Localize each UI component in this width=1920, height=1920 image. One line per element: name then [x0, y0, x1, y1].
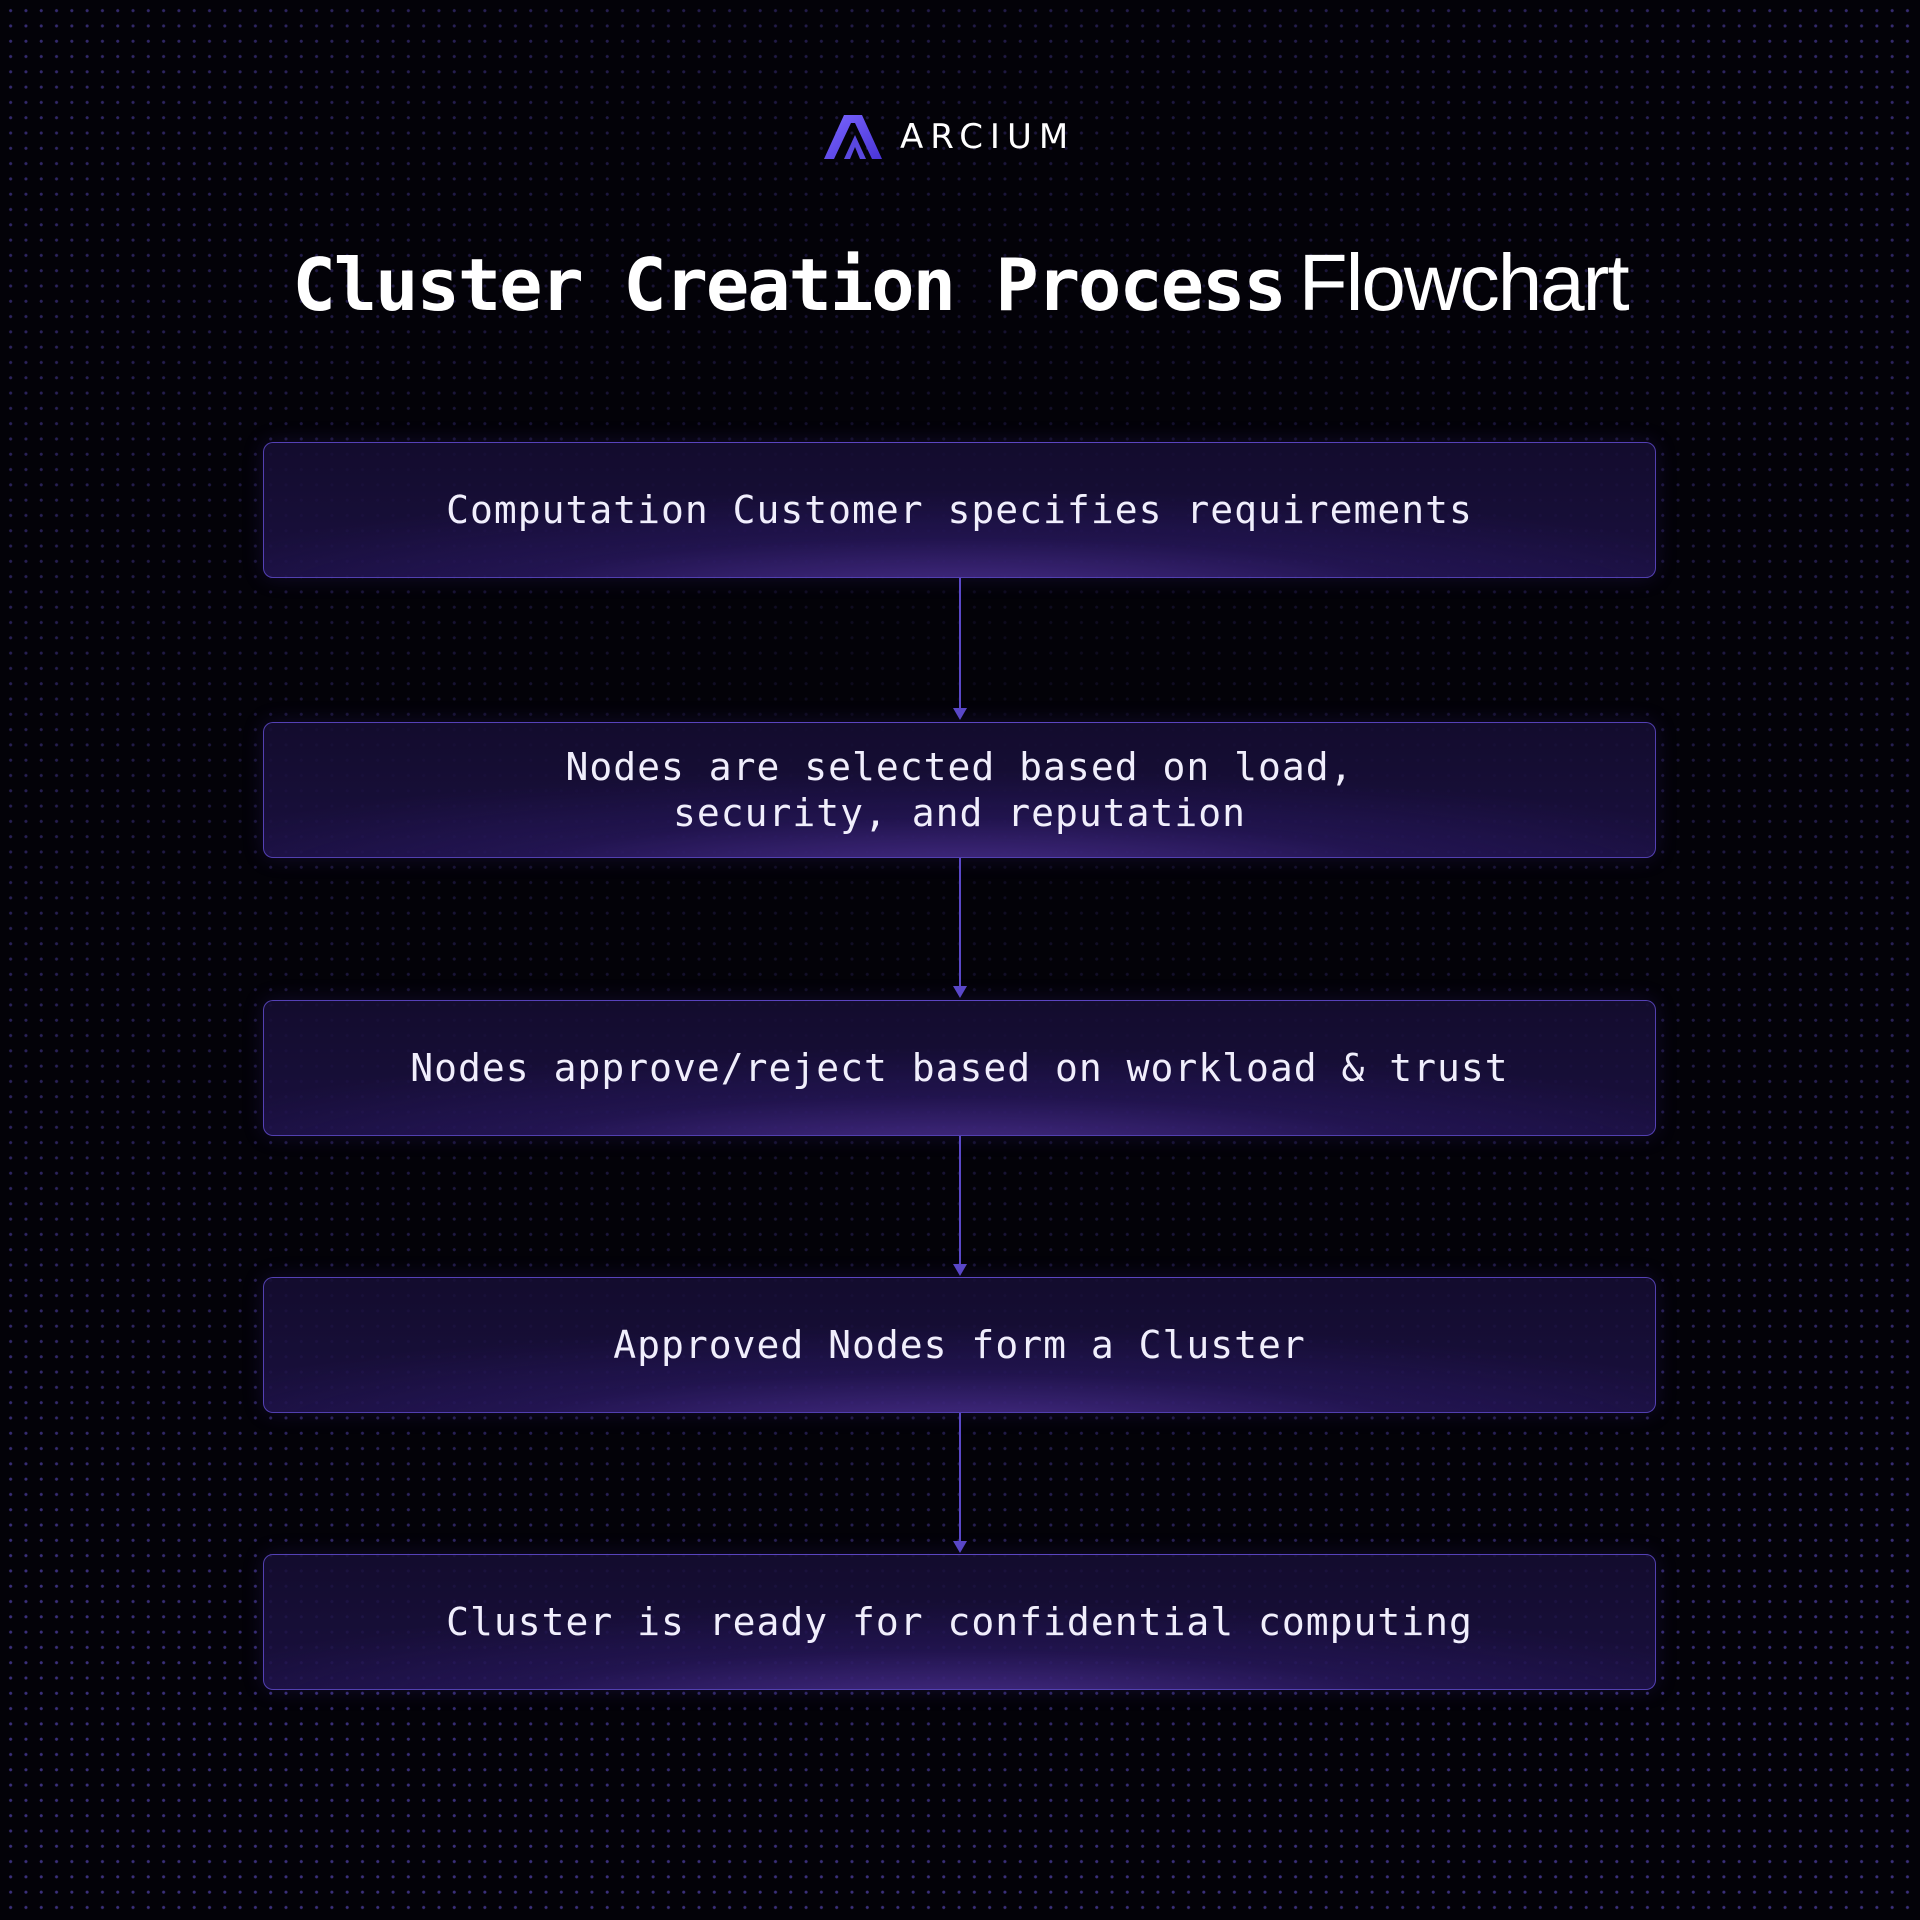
flow-step-box: Nodes are selected based on load, securi…	[263, 722, 1656, 858]
flow-step-label: Approved Nodes form a Cluster	[613, 1323, 1306, 1367]
arrow-head-icon	[953, 986, 967, 998]
flow-step-box: Computation Customer specifies requireme…	[263, 442, 1656, 578]
flow-arrow	[952, 1136, 968, 1278]
flow-step-box: Nodes approve/reject based on workload &…	[263, 1000, 1656, 1136]
arrow-head-icon	[953, 1264, 967, 1276]
arrow-head-icon	[953, 1541, 967, 1553]
flow-step-label: Nodes are selected based on load, securi…	[565, 745, 1354, 835]
flow-arrow	[952, 858, 968, 1000]
flow-step-label: Computation Customer specifies requireme…	[446, 488, 1473, 532]
flow-step-box: Approved Nodes form a Cluster	[263, 1277, 1656, 1413]
flow-arrow	[952, 578, 968, 722]
title-sans-part: Flowchart	[1298, 238, 1630, 327]
flow-step-box: Cluster is ready for confidential comput…	[263, 1554, 1656, 1690]
arrow-head-icon	[953, 708, 967, 720]
brand-name: ARCIUM	[900, 117, 1076, 157]
arcium-logo-icon	[824, 115, 882, 159]
title-mono-part: Cluster Creation Process	[292, 243, 1286, 327]
flow-arrow	[952, 1413, 968, 1555]
brand-logo: ARCIUM	[822, 112, 1102, 162]
flow-step-label: Cluster is ready for confidential comput…	[446, 1600, 1473, 1644]
flow-step-label: Nodes approve/reject based on workload &…	[410, 1046, 1509, 1090]
